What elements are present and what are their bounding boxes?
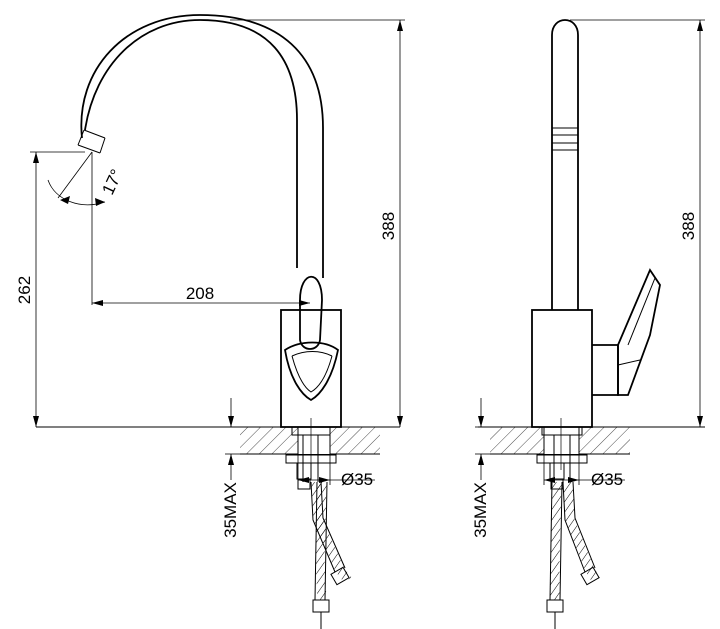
faucet-body-side	[531, 309, 593, 428]
reach-label: 208	[186, 284, 214, 303]
handle	[299, 275, 323, 350]
angle-17: 17°	[47, 151, 126, 305]
dimension-35max-side: 35MAX	[471, 398, 490, 538]
spout-side	[551, 19, 579, 310]
spout	[77, 14, 324, 278]
dimension-262: 262	[15, 151, 85, 427]
dimension-208: 208	[92, 284, 310, 306]
handle-side	[592, 268, 661, 396]
dimension-388-side: 388	[570, 19, 705, 427]
front-view: 388 262 17° 208	[15, 14, 405, 629]
countertop-section-side	[490, 427, 630, 455]
dimension-388-front: 388	[230, 19, 405, 427]
height-label-side: 388	[679, 212, 698, 240]
supply-hoses-side	[546, 481, 600, 629]
height-label-front: 388	[379, 212, 398, 240]
hole-diameter-label-front: Ø35	[341, 470, 373, 489]
dimension-diameter-side: Ø35	[543, 454, 625, 489]
dimension-35max-front: 35MAX	[221, 398, 240, 538]
spout-height-label: 262	[15, 276, 34, 304]
angle-label: 17°	[98, 166, 126, 197]
countertop-section	[240, 427, 380, 455]
side-view: 388 35MAX Ø35	[471, 19, 705, 629]
faucet-body	[280, 309, 342, 428]
supply-hoses	[310, 481, 352, 629]
dimension-diameter-front: Ø35	[297, 454, 375, 489]
max-thickness-label-front: 35MAX	[221, 482, 240, 538]
max-thickness-label-side: 35MAX	[471, 482, 490, 538]
hole-diameter-label-side: Ø35	[591, 470, 623, 489]
